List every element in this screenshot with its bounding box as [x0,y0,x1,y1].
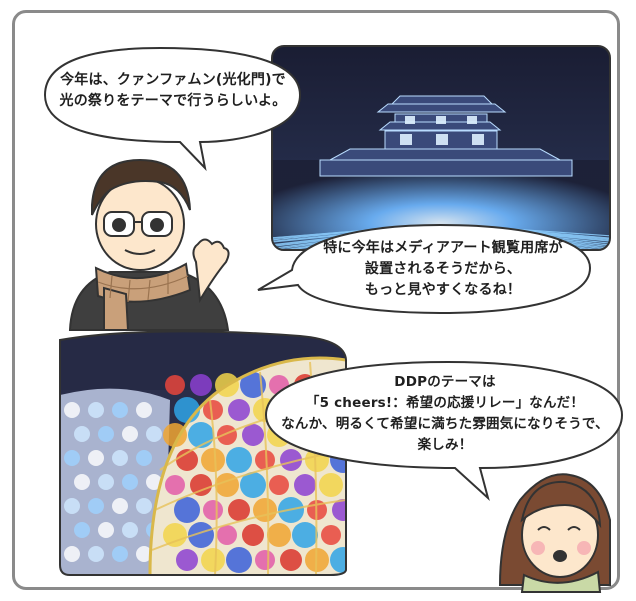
bubble-text-middle-right: 特に今年はメディアアート観覧用席が 設置されるそうだから、 もっと見やすくなるね… [300,238,586,301]
man-with-glasses-character [68,158,230,331]
bubble-text-bottom-right: DDPのテーマは 「5 cheers!：希望の応援リレー」なんだ！ なんか、明る… [272,372,618,456]
bubble-line: 「5 cheers!：希望の応援リレー」なんだ！ [305,395,585,411]
bubble-line: 今年は、クァンファムン(光化門)で [60,72,286,88]
speech-bubbles [43,46,624,502]
bubble-line: 特に今年はメディアアート観覧用席が [323,240,563,256]
bubble-line: 光の祭りをテーマで行うらしいよ。 [59,93,287,109]
bubble-middle-right [257,223,592,315]
bubble-line: 設置されるそうだから、 [364,261,522,277]
bubble-line: もっと見やすくなるね！ [364,282,522,298]
bubble-text-top-left: 今年は、クァンファムン(光化門)で 光の祭りをテーマで行うらしいよ。 [58,70,288,112]
ddp-dots-illustration [59,330,347,576]
bubble-line: なんか、明るくて希望に満ちた雰囲気になりそうで、 [281,416,609,432]
bubble-line: DDPのテーマは [394,374,496,390]
bubble-top-left [43,46,302,172]
bubble-bottom-right [264,360,624,502]
bubble-line: 楽しみ！ [417,437,473,453]
woman-character [498,473,611,593]
